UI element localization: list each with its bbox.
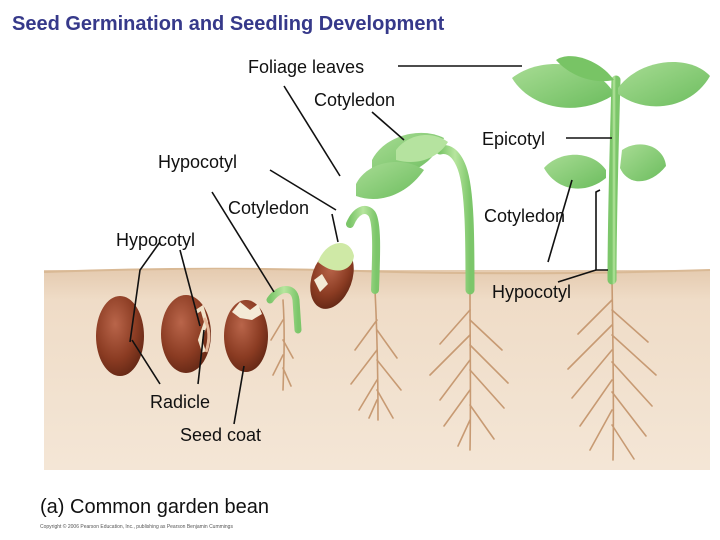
leader-lines xyxy=(129,65,612,425)
label-radicle: Radicle xyxy=(150,392,210,412)
label-epicotyl: Epicotyl xyxy=(482,129,545,149)
copyright-note: Copyright © 2006 Pearson Education, Inc.… xyxy=(40,523,233,530)
seed-stage-3 xyxy=(224,286,302,372)
label-cotyledon-right: Cotyledon xyxy=(484,206,565,226)
root-system xyxy=(270,279,657,461)
label-seed-coat: Seed coat xyxy=(180,425,261,445)
label-hypocotyl-left: Hypocotyl xyxy=(116,230,195,250)
label-cotyledon-top: Cotyledon xyxy=(314,90,395,110)
seed-stage-2 xyxy=(161,295,211,373)
seed-stage-1 xyxy=(96,296,144,376)
seedling-stage-6 xyxy=(512,56,710,285)
diagram-title: Seed Germination and Seedling Developmen… xyxy=(12,13,445,35)
seedling-stage-5 xyxy=(356,132,475,295)
label-cotyledon-middle: Cotyledon xyxy=(228,198,309,218)
soil-surface xyxy=(43,267,711,275)
label-hypocotyl-right: Hypocotyl xyxy=(492,282,571,302)
seedling-stage-4 xyxy=(310,205,381,309)
label-foliage-leaves: Foliage leaves xyxy=(248,57,364,77)
figure-caption: (a) Common garden bean xyxy=(40,496,269,518)
label-hypocotyl-upper: Hypocotyl xyxy=(158,152,237,172)
